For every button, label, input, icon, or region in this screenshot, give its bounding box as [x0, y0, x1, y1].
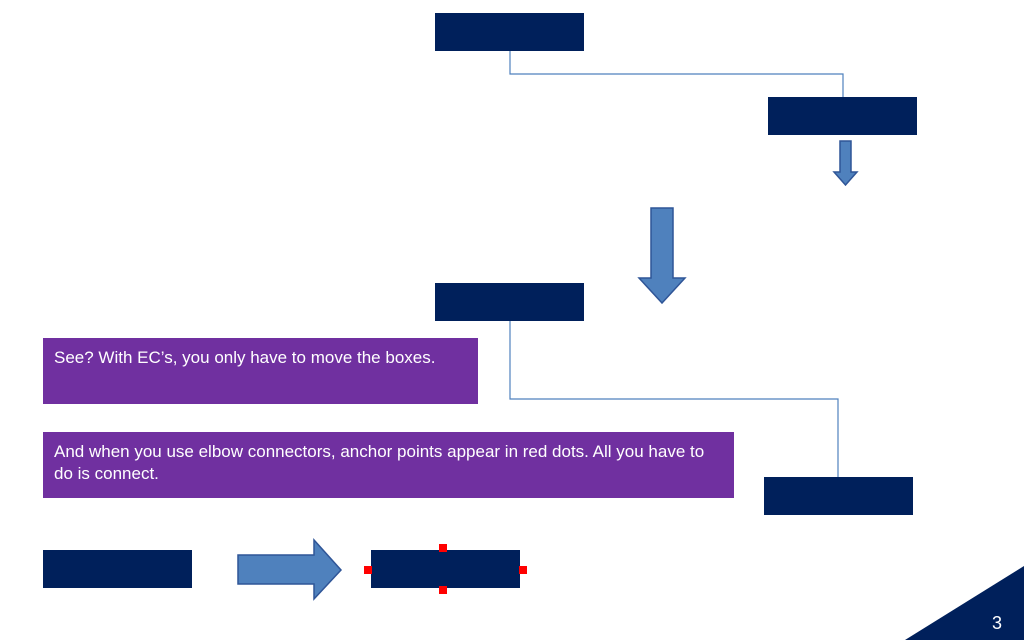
box-upper-right[interactable] — [768, 97, 917, 135]
elbow-connector-top[interactable] — [509, 51, 844, 97]
box-top[interactable] — [435, 13, 584, 51]
down-arrow-small-icon — [832, 140, 859, 187]
box-lower-right[interactable] — [764, 477, 913, 515]
box-bottom-selected[interactable] — [371, 550, 520, 588]
anchor-point-bottom[interactable] — [439, 586, 447, 594]
slide-number: 3 — [991, 613, 1002, 633]
anchor-point-top[interactable] — [439, 544, 447, 552]
box-middle[interactable] — [435, 283, 584, 321]
right-arrow-icon — [237, 538, 343, 601]
elbow-connector-note: And when you use elbow connectors, ancho… — [43, 432, 734, 498]
anchor-point-right[interactable] — [519, 566, 527, 574]
box-bottom-left[interactable] — [43, 550, 192, 588]
ec-note: See? With EC’s, you only have to move th… — [43, 338, 478, 404]
anchor-point-left[interactable] — [364, 566, 372, 574]
down-arrow-large-icon — [637, 207, 687, 305]
corner-decoration — [905, 566, 1024, 640]
